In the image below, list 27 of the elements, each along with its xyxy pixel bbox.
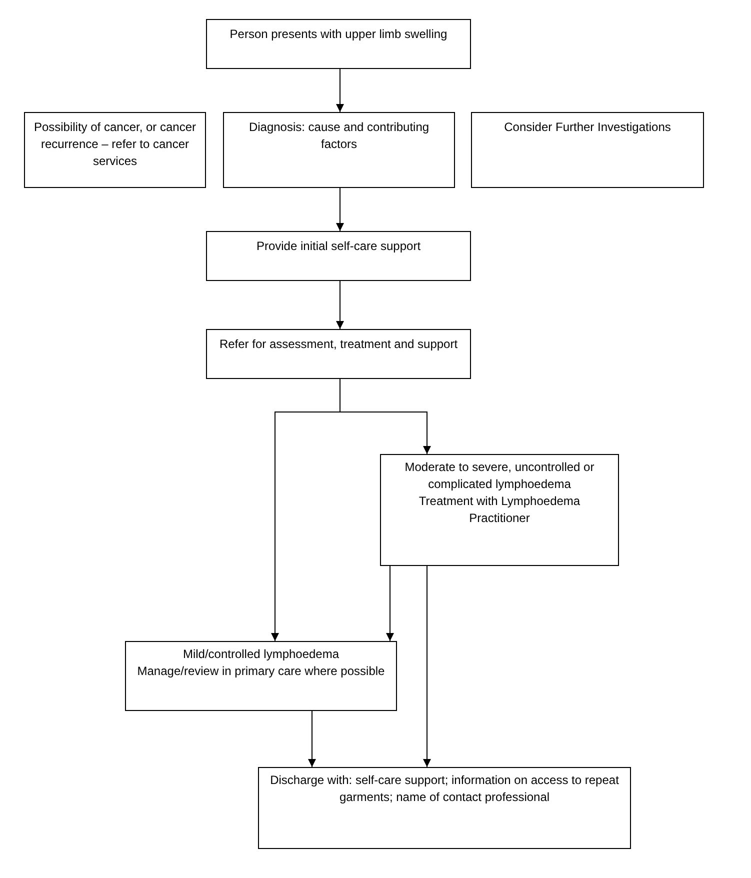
box-text: Mild/controlled lymphoedema [182, 646, 340, 663]
process-box [380, 454, 619, 566]
box-text: Person presents with upper limb swelling [230, 26, 448, 43]
arrow [386, 566, 394, 642]
process-box [206, 231, 471, 281]
arrow [423, 566, 431, 768]
box-text: Refer for assessment, treatment and support [219, 336, 458, 353]
box-text: Possibility of cancer, or cancer recurrence – refer to cancer services [33, 119, 197, 170]
arrow [336, 68, 344, 112]
arrow [340, 378, 431, 454]
box-text: Provide initial self-care support [256, 238, 421, 255]
arrow [336, 280, 344, 330]
box-text: Diagnosis: cause and contributing factors [248, 119, 430, 153]
box-text: Manage/review in primary care where possible [137, 663, 385, 680]
box-text: Consider Further Investigations [504, 119, 671, 136]
process-box [258, 767, 631, 849]
process-box [24, 112, 206, 188]
process-box [223, 112, 455, 188]
process-box [471, 112, 704, 188]
arrow [308, 710, 316, 768]
arrow [336, 188, 344, 232]
box-text: Discharge with: self-care support; information on access to repeat garments; name of contact professional [269, 772, 620, 806]
box-text: Moderate to severe, uncontrolled or complicated lymphoedema [404, 459, 596, 493]
box-text: Treatment with Lymphoedema Practitioner [418, 493, 582, 527]
process-box [206, 19, 471, 69]
process-box [125, 641, 397, 711]
process-box [206, 329, 471, 379]
